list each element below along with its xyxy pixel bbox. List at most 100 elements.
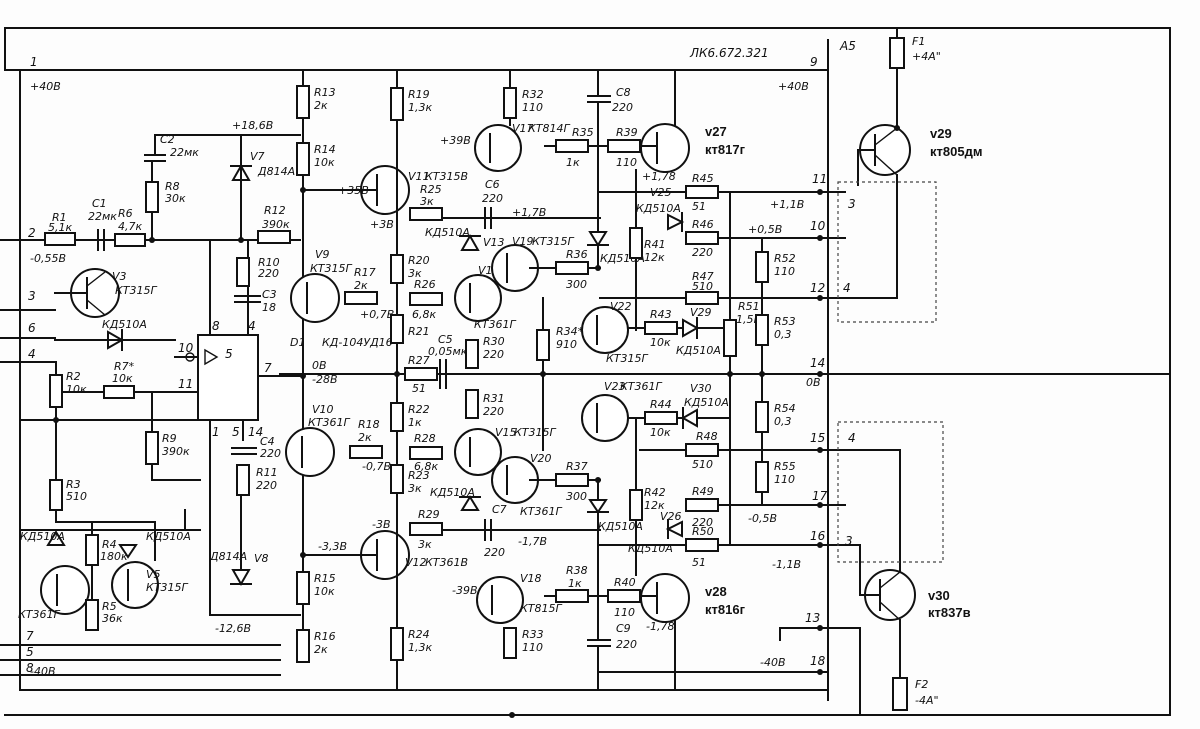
c8-ref: C8	[616, 86, 631, 99]
v15-type: КТ315Г	[514, 426, 557, 439]
resistor-r46	[685, 231, 719, 245]
transistor-v5	[111, 561, 159, 609]
r54-val: 0,3	[774, 415, 792, 428]
resistor-r31	[465, 389, 479, 419]
v30-type: кт837в	[928, 605, 971, 620]
resistor-r2	[49, 374, 63, 408]
opamp-pin-10: 10	[178, 341, 194, 355]
transistor-v10	[285, 427, 335, 477]
r32-ref: R32	[522, 88, 544, 101]
resistor-r10	[236, 257, 250, 287]
v24-type: КД510А	[598, 520, 643, 533]
r26-val: 6,8к	[412, 308, 436, 321]
resistor-r8	[145, 181, 159, 213]
r41-val: 12к	[644, 251, 665, 264]
r49-ref: R49	[692, 485, 714, 498]
volt-minus07: -0,7В	[362, 460, 391, 473]
r1-ref: R1	[52, 211, 67, 224]
doc-code: ЛК6.672.321	[689, 46, 769, 60]
c6-ref: C6	[485, 178, 500, 191]
r17-val: 2к	[354, 279, 368, 292]
v14-type: КТ361Г	[474, 318, 517, 331]
r55-ref: R55	[774, 460, 796, 473]
c7-val: 220	[484, 546, 505, 559]
resistor-r42	[629, 489, 643, 521]
pin-7: 7	[26, 629, 34, 643]
pin-9: 9	[810, 55, 818, 69]
r36-ref: R36	[566, 248, 588, 261]
diode-v29-small	[682, 318, 700, 338]
diode-v21	[588, 231, 608, 247]
volt-plus05: +0,5В	[748, 223, 782, 236]
v28-ref: v28	[705, 584, 727, 599]
resistor-r14	[296, 142, 310, 176]
v22-type: КТ315Г	[606, 352, 649, 365]
r52-val: 110	[774, 265, 795, 278]
r18-val: 2к	[358, 431, 372, 444]
resistor-r44	[644, 411, 678, 425]
resistor-r32	[503, 87, 517, 119]
r40-ref: R40	[614, 576, 636, 589]
v10-type: КТ361Г	[308, 416, 351, 429]
diode-v24	[588, 499, 608, 514]
opamp-pin-7: 7	[264, 361, 272, 375]
out-pin-4-bottom: 4	[848, 431, 856, 445]
r50-val: 51	[692, 556, 706, 569]
r48-ref: R48	[696, 430, 718, 443]
r4-val: 180к	[100, 550, 128, 563]
c2-val: 22мк	[170, 146, 199, 159]
resistor-r16	[296, 629, 310, 663]
r12-val: 390к	[262, 218, 290, 231]
r53-ref: R53	[774, 315, 796, 328]
r34-ref: R34*	[556, 325, 584, 338]
r15-val: 10к	[314, 585, 335, 598]
r45-val: 51	[692, 200, 706, 213]
volt-plus39: +39В	[440, 134, 471, 147]
r19-val: 1,3к	[408, 101, 432, 114]
v8-ref: V8	[254, 552, 269, 565]
v17-type: КТ814Г	[528, 122, 571, 135]
r48-val: 510	[692, 458, 713, 471]
transistor-v23	[581, 394, 629, 442]
pin-3: 3	[28, 289, 36, 303]
volt-minus178: -1,78	[646, 620, 674, 633]
volt-plus178: +1,78	[642, 170, 676, 183]
transistor-v2	[40, 565, 90, 615]
out-pin-3-bottom: 3	[845, 534, 853, 548]
pin-16: 16	[810, 529, 826, 543]
resistor-r19	[390, 87, 404, 121]
opamp-pin-1: 1	[212, 425, 220, 439]
r28-ref: R28	[414, 432, 436, 445]
pin-10: 10	[810, 219, 826, 233]
d1-type: КД-104УД16	[322, 336, 393, 349]
r39-ref: R39	[616, 126, 638, 139]
resistor-r40	[607, 589, 641, 603]
diode-v6	[118, 544, 138, 559]
r8-ref: R8	[165, 180, 180, 193]
resistor-r49	[685, 498, 719, 512]
r26-ref: R26	[414, 278, 436, 291]
zener-v8	[231, 569, 251, 587]
r34-val: 910	[556, 338, 577, 351]
heatsink-box-top	[837, 181, 937, 323]
v13-ref: V13	[483, 236, 505, 249]
r6-ref: R6	[118, 207, 133, 220]
r25-ref: R25	[420, 183, 442, 196]
pin-5: 5	[26, 645, 34, 659]
volt-plus11: +1,1В	[770, 198, 804, 211]
v2-type: КТ361Г	[18, 608, 61, 621]
v30-small-ref: V30	[690, 382, 712, 395]
fuse-f2	[892, 677, 908, 711]
power-stage: F1 +4А" F2 -4А" v29 кт805дм v30 кт837в 3…	[837, 27, 982, 711]
c3-ref: C3	[262, 288, 277, 301]
c8-val: 220	[612, 101, 633, 114]
resistor-r47	[685, 291, 719, 305]
v19-ref: V19	[512, 235, 534, 248]
r30-val: 220	[483, 348, 504, 361]
resistor-r22	[390, 402, 404, 432]
r20-ref: R20	[408, 254, 430, 267]
r3-val: 510	[66, 490, 87, 503]
r53-val: 0,3	[774, 328, 792, 341]
r51-ref: R51	[738, 300, 760, 313]
